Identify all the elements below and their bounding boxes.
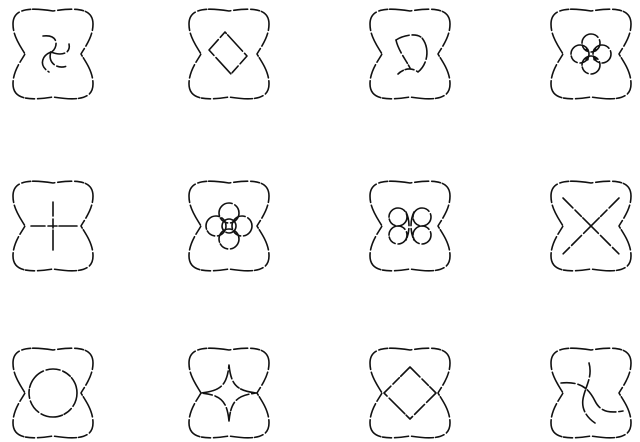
figure-four-point-star bbox=[189, 348, 269, 438]
figure-cross-lines bbox=[13, 181, 93, 271]
figure-double-clover bbox=[370, 181, 450, 271]
figure-crossing-curves bbox=[551, 348, 631, 438]
figure-four-circle-flower bbox=[189, 181, 269, 271]
figure-pinwheel-spiral bbox=[13, 9, 93, 99]
figure-tilted-square bbox=[189, 9, 269, 99]
figure-curved-wedge bbox=[370, 9, 450, 99]
figure-x-diagonals bbox=[551, 181, 631, 271]
figure-circle bbox=[13, 348, 93, 438]
figure-four-lobed-flower-with-dots bbox=[551, 9, 631, 99]
figure-diamond bbox=[370, 348, 450, 438]
